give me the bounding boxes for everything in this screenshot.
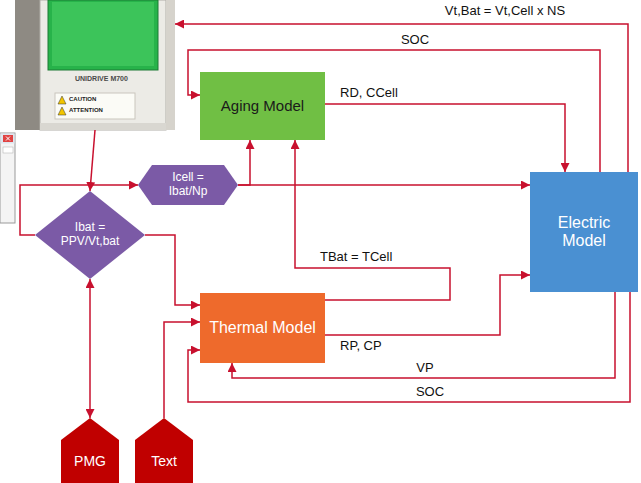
node-label: Thermal Model bbox=[209, 319, 316, 337]
node-label: Electric Model bbox=[544, 214, 624, 251]
device-label: ATTENTION bbox=[69, 107, 103, 114]
process-box: Electric Model bbox=[530, 172, 638, 292]
node-label: Ibat = PPV/Vt,bat bbox=[58, 221, 122, 249]
connector-arrow bbox=[89, 279, 91, 418]
connector-arrow bbox=[145, 235, 200, 305]
connector-arrow bbox=[325, 104, 565, 172]
edge-label: TBat = TCell bbox=[318, 250, 394, 265]
node-content: PMG bbox=[61, 440, 119, 483]
process-box: Thermal Model bbox=[200, 293, 325, 363]
input-pentagon: Text bbox=[135, 418, 193, 483]
formula-hexagon: Icell = Ibat/Np bbox=[138, 165, 238, 205]
edge-label: RP, CP bbox=[338, 339, 384, 354]
photo-shadow bbox=[15, 0, 41, 130]
node-label: Icell = Ibat/Np bbox=[155, 171, 221, 199]
connector-arrow bbox=[175, 24, 628, 172]
photo-ground bbox=[15, 0, 175, 130]
connector-arrow bbox=[90, 130, 95, 191]
node-label: Aging Model bbox=[221, 97, 304, 114]
hex-fill bbox=[138, 165, 238, 205]
node-label: Text bbox=[151, 453, 177, 469]
window-frame bbox=[0, 133, 15, 223]
node-content: Thermal Model bbox=[200, 293, 325, 363]
process-box: Aging Model bbox=[200, 72, 325, 140]
housing-base bbox=[40, 123, 166, 130]
device-label: CAUTION bbox=[69, 96, 96, 103]
node-content: Text bbox=[135, 440, 193, 483]
connector-arrow bbox=[164, 322, 200, 418]
close-button bbox=[3, 135, 13, 142]
connector-arrow bbox=[238, 184, 530, 186]
device-photo: UNIDRIVE M700CAUTION ATTENTION bbox=[15, 0, 175, 130]
edge-label: VP bbox=[414, 361, 435, 376]
diamond-fill bbox=[35, 191, 145, 279]
edge-label: SOC bbox=[414, 385, 446, 400]
close-cross bbox=[6, 137, 10, 141]
node-label: PMG bbox=[74, 453, 106, 469]
warning-triangle bbox=[58, 96, 66, 104]
connector-arrow bbox=[188, 292, 630, 402]
edge-label: SOC bbox=[399, 33, 431, 48]
node-content: Electric Model bbox=[530, 172, 638, 292]
window-field bbox=[3, 147, 13, 153]
drive-screen-glow bbox=[52, 2, 154, 66]
housing-side bbox=[166, 0, 175, 130]
warning-triangle bbox=[58, 107, 66, 115]
window-fragment bbox=[0, 133, 15, 223]
connector-arrow bbox=[238, 140, 250, 185]
formula-diamond: Ibat = PPV/Vt,bat bbox=[35, 191, 145, 279]
node-content: Aging Model bbox=[200, 72, 325, 140]
penta-outline bbox=[135, 418, 193, 483]
edge-label: Vt,Bat = Vt,Cell x NS bbox=[443, 4, 567, 19]
connector-arrow bbox=[295, 140, 450, 300]
node-content: Icell = Ibat/Np bbox=[138, 165, 238, 205]
drive-screen bbox=[48, 0, 158, 70]
node-content: Ibat = PPV/Vt,bat bbox=[35, 191, 145, 279]
edge-label: RD, CCell bbox=[338, 86, 400, 101]
drive-housing bbox=[40, 0, 166, 130]
device-photo-illustration bbox=[15, 0, 175, 130]
window-titlebar bbox=[1, 134, 15, 144]
penta-outline bbox=[61, 418, 119, 483]
warning-sticker bbox=[55, 93, 135, 119]
penta-fill bbox=[135, 418, 193, 483]
connector-arrow bbox=[325, 275, 530, 335]
penta-fill bbox=[61, 418, 119, 483]
device-label: UNIDRIVE M700 bbox=[75, 75, 128, 83]
input-pentagon: PMG bbox=[61, 418, 119, 483]
